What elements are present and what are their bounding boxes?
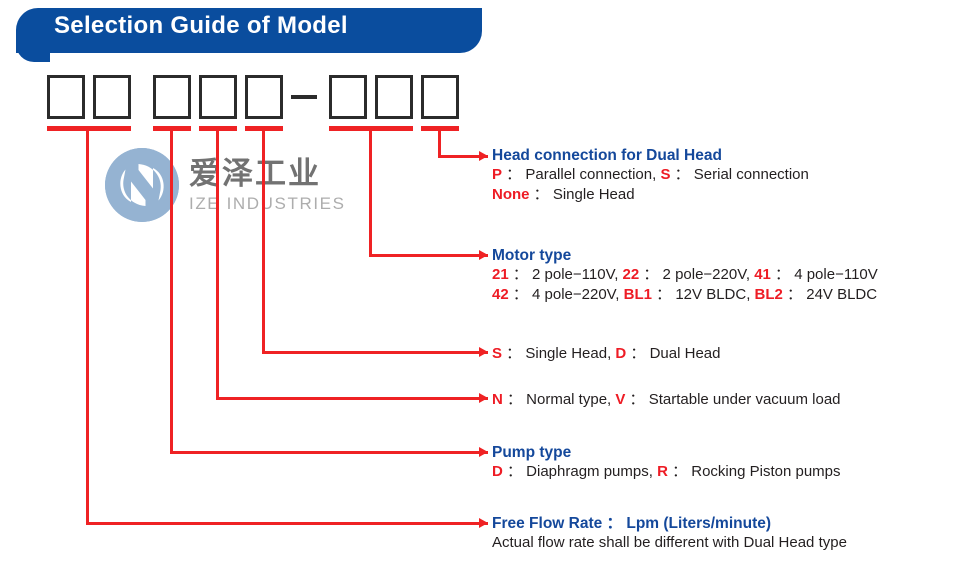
callout-text: ： 4 pole−220V,	[508, 286, 624, 303]
underline-pump-type	[153, 126, 191, 131]
callout-head-count: S ： Single Head, D ： Dual Head	[492, 344, 720, 364]
callout-lines: D ： Diaphragm pumps, R ： Rocking Piston …	[492, 462, 841, 482]
callout-line: Actual flow rate shall be different with…	[492, 533, 847, 553]
callout-lines: Actual flow rate shall be different with…	[492, 533, 847, 553]
code-separator-dash	[291, 95, 317, 99]
callout-lines: P ： Parallel connection, S ： Serial conn…	[492, 165, 809, 205]
callout-line: D ： Diaphragm pumps, R ： Rocking Piston …	[492, 462, 841, 482]
callout-code: BL2	[754, 286, 783, 303]
callout-code: S	[492, 345, 503, 362]
callout-line: None ： Single Head	[492, 185, 809, 205]
callout-text: ： Single Head	[529, 186, 635, 203]
connector-head-connection-vline	[438, 131, 441, 158]
callout-lines: N ： Normal type, V ： Startable under vac…	[492, 390, 841, 410]
callout-code: P	[492, 166, 503, 183]
callout-text: ： Dual Head	[626, 345, 721, 362]
header-banner	[16, 8, 482, 53]
code-box-1[interactable]	[47, 75, 85, 119]
watermark: 爱泽工业 IZE INDUSTRIES	[105, 148, 346, 222]
callout-code: D	[615, 345, 627, 362]
connector-head-count-vline	[262, 131, 265, 353]
callout-line: P ： Parallel connection, S ： Serial conn…	[492, 165, 809, 185]
callout-vacuum-type: N ： Normal type, V ： Startable under vac…	[492, 390, 841, 410]
callout-line: 21 ： 2 pole−110V, 22 ： 2 pole−220V, 41 ：…	[492, 265, 878, 285]
callout-heading: Head connection for Dual Head	[492, 147, 722, 164]
callout-code: 22	[622, 266, 640, 283]
callout-line: 42 ： 4 pole−220V, BL1 ： 12V BLDC, BL2 ： …	[492, 285, 878, 305]
callout-text: ： Diaphragm pumps,	[502, 463, 658, 480]
callout-text: ： Single Head,	[502, 345, 616, 362]
connector-pump-type-hline	[170, 451, 488, 454]
underline-head-connection	[421, 126, 459, 131]
callout-code: D	[492, 463, 503, 480]
code-box-2[interactable]	[93, 75, 131, 119]
arrow-head-count-icon	[479, 347, 488, 357]
callout-text: ： Rocking Piston pumps	[667, 463, 841, 480]
callout-heading: Motor type	[492, 247, 572, 264]
code-box-8[interactable]	[421, 75, 459, 119]
code-box-7[interactable]	[375, 75, 413, 119]
connector-head-count-hline	[262, 351, 488, 354]
watermark-en: IZE INDUSTRIES	[189, 193, 346, 213]
callout-text: ： Parallel connection,	[502, 166, 661, 183]
callout-lines: S ： Single Head, D ： Dual Head	[492, 344, 720, 364]
callout-text: ： 2 pole−220V,	[639, 266, 755, 283]
callout-heading: Pump type	[492, 444, 572, 461]
callout-code: 21	[492, 266, 509, 283]
callout-line: N ： Normal type, V ： Startable under vac…	[492, 390, 841, 410]
connector-free-flow-rate-hline	[86, 522, 488, 525]
callout-head-connection: Head connection for Dual Head P ： Parall…	[492, 146, 809, 205]
underline-head-count	[245, 126, 283, 131]
connector-head-connection-hline	[438, 155, 488, 158]
callout-free-flow-rate: Free Flow Rate ： Lpm (Liters/minute) Act…	[492, 514, 847, 553]
watermark-text: 爱泽工业 IZE INDUSTRIES	[189, 155, 346, 213]
callout-code: BL1	[623, 286, 652, 303]
connector-motor-type-hline	[369, 254, 488, 257]
callout-text: ： Serial connection	[670, 166, 809, 183]
callout-code: R	[657, 463, 668, 480]
callout-line: S ： Single Head, D ： Dual Head	[492, 344, 720, 364]
callout-code: 41	[754, 266, 771, 283]
underline-free-flow-rate	[47, 126, 131, 131]
callout-lines: 21 ： 2 pole−110V, 22 ： 2 pole−220V, 41 ：…	[492, 265, 878, 305]
connector-vacuum-type-vline	[216, 131, 219, 399]
callout-text: ： 12V BLDC,	[652, 286, 755, 303]
connector-motor-type-vline	[369, 131, 372, 256]
underline-vacuum-type	[199, 126, 237, 131]
ize-logo-icon	[105, 148, 179, 222]
page-title: Selection Guide of Model	[54, 12, 348, 39]
callout-code: S	[660, 166, 671, 183]
connector-pump-type-vline	[170, 131, 173, 453]
callout-pump-type: Pump type D ： Diaphragm pumps, R ： Rocki…	[492, 443, 841, 482]
callout-code: None	[492, 186, 530, 203]
callout-text: ： 4 pole−110V	[770, 266, 878, 283]
code-box-6[interactable]	[329, 75, 367, 119]
code-box-5[interactable]	[245, 75, 283, 119]
arrow-pump-type-icon	[479, 447, 488, 457]
callout-code: 42	[492, 286, 509, 303]
watermark-cn: 爱泽工业	[189, 155, 321, 192]
arrow-head-connection-icon	[479, 151, 488, 161]
callout-heading: Free Flow Rate ： Lpm (Liters/minute)	[492, 515, 772, 532]
arrow-vacuum-type-icon	[479, 393, 488, 403]
callout-text: ： 24V BLDC	[782, 286, 878, 303]
code-box-4[interactable]	[199, 75, 237, 119]
callout-code: V	[615, 391, 626, 408]
connector-free-flow-rate-vline	[86, 131, 89, 524]
connector-vacuum-type-hline	[216, 397, 488, 400]
underline-motor-type	[329, 126, 413, 131]
callout-motor-type: Motor type 21 ： 2 pole−110V, 22 ： 2 pole…	[492, 246, 878, 305]
callout-text: Actual flow rate shall be different with…	[492, 534, 847, 551]
callout-text: ： Startable under vacuum load	[625, 391, 841, 408]
callout-text: ： 2 pole−110V,	[508, 266, 623, 283]
callout-text: ： Normal type,	[502, 391, 616, 408]
arrow-motor-type-icon	[479, 250, 488, 260]
code-box-3[interactable]	[153, 75, 191, 119]
callout-code: N	[492, 391, 503, 408]
arrow-free-flow-rate-icon	[479, 518, 488, 528]
